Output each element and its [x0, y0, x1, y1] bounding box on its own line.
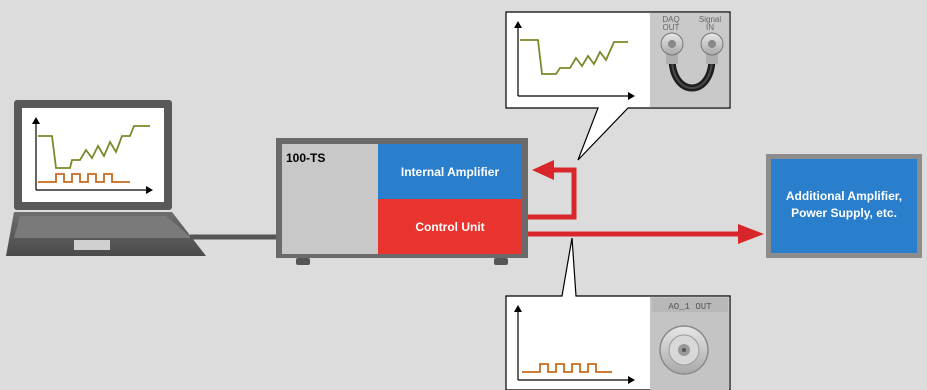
daq-out-label: OUT [663, 23, 680, 32]
bottom-trace-orange [522, 363, 612, 373]
laptop-touchpad [74, 240, 110, 250]
feedback-path [528, 167, 577, 220]
top-trace-green [520, 39, 628, 75]
laptop-trace-orange [38, 173, 130, 183]
external-label-line1: Additional Amplifier, [786, 189, 902, 203]
device-100ts: 100-TS Internal Amplifier Control Unit [276, 138, 528, 265]
laptop-screen-chart [32, 117, 153, 194]
control-unit-module [378, 199, 522, 254]
daq-label: DAQ [662, 15, 679, 24]
ao1-out-label: AO_1 OUT [668, 302, 712, 312]
device-name: 100-TS [286, 151, 325, 165]
external-label-line2: Power Supply, etc. [791, 206, 897, 220]
control-unit-label: Control Unit [415, 220, 484, 234]
signal-in-label: IN [706, 23, 714, 32]
output-arrow-head [738, 224, 764, 244]
bottom-callout: AO_1 OUT [505, 237, 731, 390]
top-callout-chart [514, 21, 635, 100]
laptop [6, 100, 206, 256]
feedback-arrow-head [532, 160, 554, 180]
signal-paths [528, 160, 764, 244]
external-device: Additional Amplifier, Power Supply, etc. [766, 154, 922, 258]
bottom-callout-chart [514, 305, 635, 384]
laptop-trace-green [38, 125, 150, 169]
internal-amplifier-module [378, 144, 522, 199]
signal-label: Signal [699, 15, 721, 24]
internal-amplifier-label: Internal Amplifier [401, 165, 500, 179]
top-callout: DAQ OUT Signal IN [505, 11, 731, 161]
